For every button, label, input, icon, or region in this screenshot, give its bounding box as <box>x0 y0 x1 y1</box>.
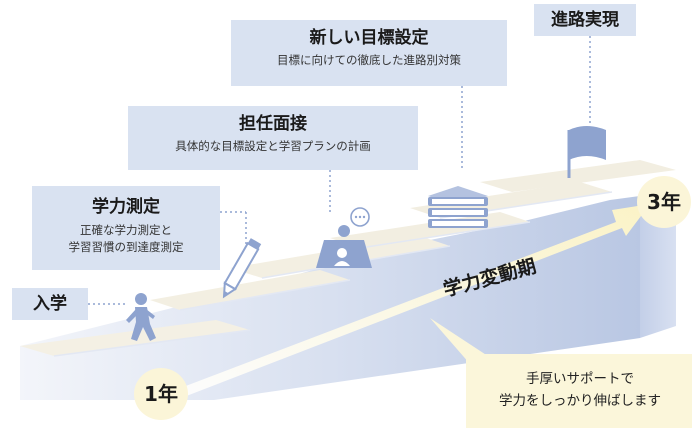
entry-title: 入学 <box>33 294 67 314</box>
leader-lines <box>88 36 591 305</box>
stair-tread-2 <box>150 270 350 310</box>
measurement-title: 学力測定 <box>92 197 160 217</box>
walking-person-icon <box>126 293 156 341</box>
year-end-badge: 3年 <box>637 176 691 228</box>
new-goal-desc: 目標に向けての徹底した進路別対策 <box>277 53 461 67</box>
interview-icon <box>316 207 372 268</box>
interview-title: 担任面接 <box>239 114 307 134</box>
year-start-badge: 1年 <box>134 368 188 420</box>
support-pointer <box>430 318 500 364</box>
goal-label: 進路実現 <box>534 4 636 36</box>
flag-icon <box>567 126 606 178</box>
stair-body <box>20 196 640 400</box>
stair-side <box>640 196 676 338</box>
new-goal-label: 新しい目標設定 目標に向けての徹底した進路別対策 <box>231 20 507 86</box>
measurement-desc-line1: 正確な学力測定と <box>80 223 172 237</box>
stair-tread-6 <box>480 160 676 192</box>
books-icon <box>428 186 488 228</box>
new-goal-title: 新しい目標設定 <box>309 28 429 48</box>
support-line1: 手厚いサポートで <box>526 371 634 387</box>
measurement-label: 学力測定 正確な学力測定と 学習習慣の到達度測定 <box>32 186 220 270</box>
goal-title: 進路実現 <box>551 10 619 30</box>
support-box <box>466 354 692 428</box>
entry-label: 入学 <box>12 288 88 320</box>
support-line2: 学力をしっかり伸ばします <box>499 393 661 409</box>
pencil-icon <box>222 238 262 299</box>
measurement-desc-line2: 学習習慣の到達度測定 <box>68 240 184 254</box>
growth-arrow <box>170 204 650 400</box>
interview-label: 担任面接 具体的な目標設定と学習プランの計画 <box>128 106 418 170</box>
support-callout: 手厚いサポートで 学力をしっかり伸ばします <box>468 354 692 428</box>
interview-desc: 具体的な目標設定と学習プランの計画 <box>175 139 371 153</box>
